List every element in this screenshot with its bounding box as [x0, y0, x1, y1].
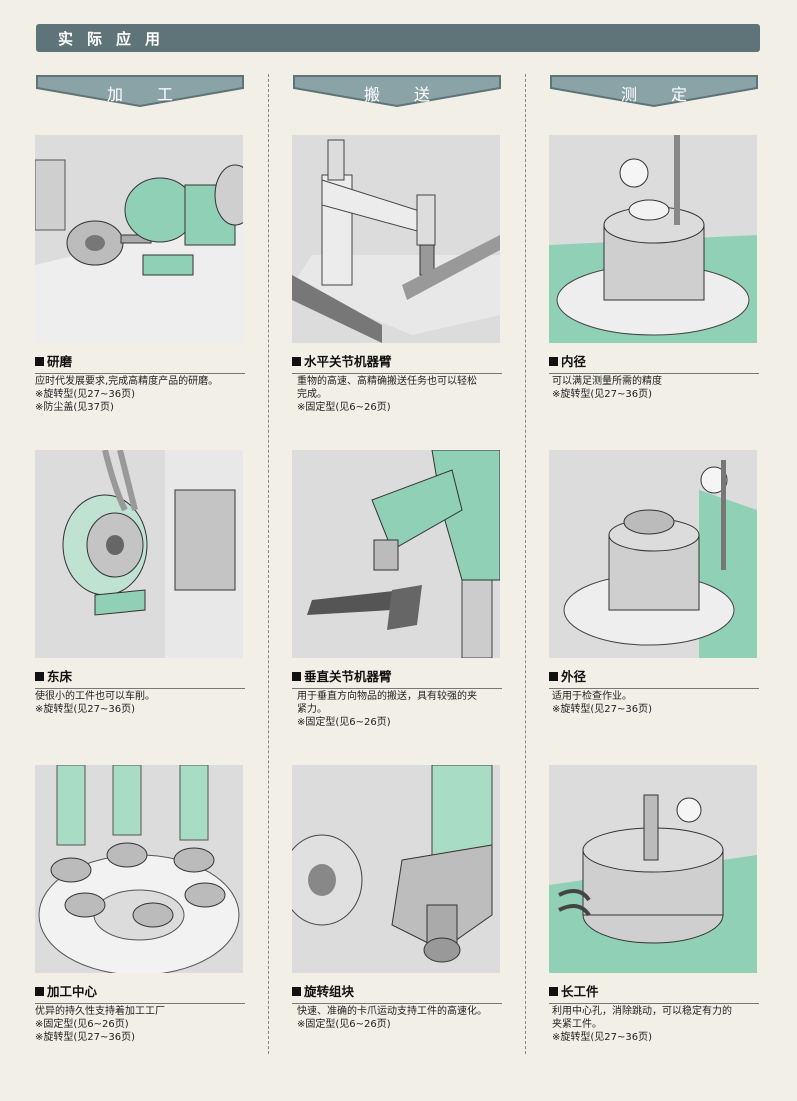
outer-diameter-illustration	[549, 450, 757, 658]
inner-diameter-illustration	[549, 135, 757, 343]
section-title-lathe: 东床	[35, 666, 245, 689]
section-title-horizontal-arm: 水平关节机器臂	[292, 351, 502, 374]
long-workpiece-illustration	[549, 765, 757, 973]
section-title-grinding: 研磨	[35, 351, 245, 374]
grinding-illustration	[35, 135, 243, 343]
machining-center-illustration	[35, 765, 243, 973]
column-banner-transport: 搬送	[292, 74, 502, 108]
section-body-vertical-arm: 用于垂直方向物品的搬送，具有较强的夹紧力。※固定型(见6~26页)	[297, 691, 477, 728]
section-body-machining-center: 优异的持久性支持着加工工厂※固定型(见6~26页)※旋转型(见27~36页)	[35, 1006, 165, 1043]
section-title-long-workpiece: 长工件	[549, 981, 759, 1004]
section-body-outer-diameter: 适用于检查作业。※旋转型(见27~36页)	[552, 691, 653, 715]
section-body-long-workpiece: 利用中心孔，消除跳动，可以稳定有力的夹紧工件。※旋转型(见27~36页)	[552, 1006, 732, 1043]
lathe-illustration	[35, 450, 243, 658]
section-body-grinding: 应时代发展要求,完成高精度产品的研磨。※旋转型(见27~36页)※防尘盖(见37…	[35, 376, 219, 413]
section-body-horizontal-arm: 重物的高速、高精确搬送任务也可以轻松完成。※固定型(见6~26页)	[297, 376, 477, 413]
rotary-block-illustration	[292, 765, 500, 973]
section-title-rotary-block: 旋转组块	[292, 981, 502, 1004]
section-title: 实际应用	[58, 30, 175, 48]
section-header: 实际应用	[36, 24, 760, 52]
section-title-vertical-arm: 垂直关节机器臂	[292, 666, 502, 689]
horizontal-arm-illustration	[292, 135, 500, 343]
column-banner-processing: 加工	[35, 74, 245, 108]
section-body-lathe: 使很小的工件也可以车削。※旋转型(见27~36页)	[35, 691, 155, 715]
section-body-inner-diameter: 可以满足测量所需的精度※旋转型(见27~36页)	[552, 376, 662, 400]
section-title-outer-diameter: 外径	[549, 666, 759, 689]
column-banner-measurement: 测定	[549, 74, 759, 108]
section-title-inner-diameter: 内径	[549, 351, 759, 374]
column-divider	[525, 74, 526, 1054]
column-divider	[268, 74, 269, 1054]
section-title-machining-center: 加工中心	[35, 981, 245, 1004]
section-body-rotary-block: 快速、准确的卡爪运动支持工件的高速化。※固定型(见6~26页)	[297, 1006, 487, 1030]
vertical-arm-illustration	[292, 450, 500, 658]
